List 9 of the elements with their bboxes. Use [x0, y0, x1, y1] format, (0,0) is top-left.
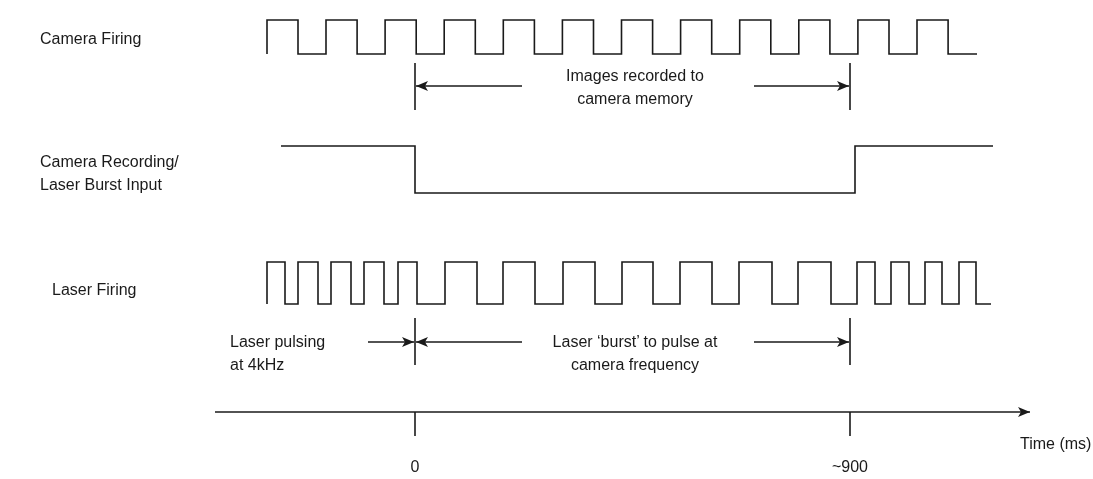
signal-label: Camera Firing [40, 29, 143, 49]
signal-label: Laser Firing [52, 280, 138, 300]
tick-label: ~900 [830, 457, 869, 477]
span-label: Images recorded to camera memory [565, 66, 705, 109]
signal-label: Camera Recording/ Laser Burst Input [40, 152, 180, 195]
span-label: Laser ‘burst’ to pulse at camera frequency [551, 332, 719, 375]
axis-label: Time (ms) [1020, 434, 1093, 454]
tick-label: 0 [409, 457, 421, 477]
span-label: Laser pulsing at 4kHz [230, 332, 327, 375]
